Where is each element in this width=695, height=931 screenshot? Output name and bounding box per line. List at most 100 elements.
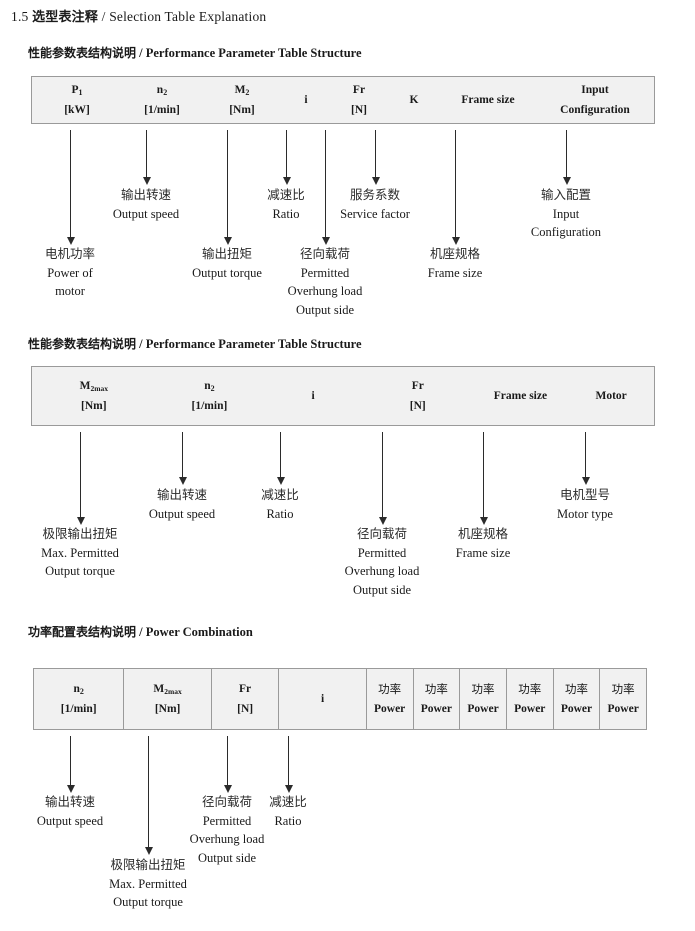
section-heading-cn: 功率配置表结构说明 bbox=[28, 625, 137, 639]
callout-en-1: Output speed bbox=[112, 206, 180, 221]
arrow-to-ratio bbox=[276, 432, 285, 485]
callout-cn: 径向载荷 bbox=[201, 794, 253, 809]
column-label-en: Power bbox=[607, 703, 639, 715]
column-symbol: Input bbox=[581, 83, 609, 96]
callout-cn: 电机型号 bbox=[559, 487, 610, 502]
column-unit: [N] bbox=[237, 703, 254, 715]
table-column-i: i bbox=[282, 77, 330, 123]
callout-en-3: Output side bbox=[198, 850, 256, 865]
callout-permitted-overhung-load: 径向载荷 Permitted Overhung load Output side bbox=[345, 525, 420, 599]
performance-parameter-table-1: P1 [kW] n2 [1/min] M2 [Nm] i Fr [N] K Fr… bbox=[31, 76, 655, 124]
callout-en-1: Frame size bbox=[427, 265, 483, 280]
callout-en-3: Output side bbox=[353, 582, 411, 597]
arrow-to-max-permitted-output-torque bbox=[144, 736, 153, 855]
arrow-to-ratio bbox=[284, 736, 293, 793]
callout-cn: 减速比 bbox=[267, 187, 305, 202]
table-column-i: i bbox=[263, 367, 363, 425]
section-heading-en: Performance Parameter Table Structure bbox=[145, 337, 362, 351]
callout-cn: 径向载荷 bbox=[356, 526, 408, 541]
column-symbol: Fr bbox=[352, 83, 366, 96]
callout-en-1: Service factor bbox=[340, 206, 410, 221]
callout-motor-type: 电机型号 Motor type bbox=[557, 486, 613, 523]
column-symbol: Fr bbox=[239, 682, 252, 695]
callout-cn: 极限输出扭矩 bbox=[42, 526, 118, 541]
arrow-to-frame-size bbox=[451, 130, 460, 245]
column-label-en: Power bbox=[467, 703, 499, 715]
callout-en-1: Ratio bbox=[266, 506, 294, 521]
table-column-i: i bbox=[278, 669, 365, 729]
column-label-en: Power bbox=[560, 703, 593, 715]
callout-en-1: Output speed bbox=[36, 813, 104, 828]
column-symbol: Frame size bbox=[493, 389, 548, 402]
callout-cn: 输出转速 bbox=[156, 487, 207, 502]
arrow-to-power-of-motor bbox=[66, 130, 75, 245]
column-label-en: Power bbox=[514, 703, 546, 715]
callout-en-2: Output torque bbox=[45, 564, 115, 578]
callout-output-torque: 输出扭矩 Output torque bbox=[192, 245, 262, 282]
column-label-cn: 功率 bbox=[378, 681, 402, 696]
callout-en-2: motor bbox=[55, 284, 85, 298]
table-column-motor: Motor bbox=[568, 367, 654, 425]
table-column-n2: n2 [1/min] bbox=[156, 367, 264, 425]
callout-en-2: Overhung load bbox=[189, 832, 265, 846]
arrow-to-output-speed bbox=[66, 736, 75, 793]
callout-cn: 减速比 bbox=[269, 794, 307, 809]
column-unit: [Nm] bbox=[154, 703, 181, 715]
callout-frame-size: 机座规格 Frame size bbox=[456, 525, 511, 562]
column-label-en: Power bbox=[374, 703, 406, 715]
column-symbol: M2max bbox=[153, 682, 182, 696]
callout-en-1: Motor type bbox=[557, 506, 613, 521]
column-unit: [N] bbox=[409, 400, 426, 412]
performance-parameter-table-2: M2max [Nm] n2 [1/min] i Fr [N] Frame siz… bbox=[31, 366, 655, 426]
column-unit: [Nm] bbox=[229, 104, 255, 116]
column-symbol: i bbox=[304, 93, 308, 106]
column-symbol: M2max bbox=[79, 379, 108, 393]
callout-ratio: 减速比 Ratio bbox=[267, 186, 305, 223]
callout-ratio: 减速比 Ratio bbox=[261, 486, 299, 523]
page-title: 1.5 选型表注释 / Selection Table Explanation bbox=[11, 6, 266, 25]
table-column-power-6: 功率 Power bbox=[599, 669, 646, 729]
table-column-power-2: 功率 Power bbox=[412, 669, 460, 729]
callout-cn: 减速比 bbox=[261, 487, 299, 502]
section-heading-performance-2: 性能参数表结构说明 / Performance Parameter Table … bbox=[28, 335, 362, 352]
callout-input-configuration: 输入配置 Input Configuration bbox=[531, 186, 601, 242]
table-column-m2max: M2max [Nm] bbox=[32, 367, 156, 425]
column-label-cn: 功率 bbox=[424, 681, 448, 696]
section-heading-cn: 性能参数表结构说明 bbox=[28, 46, 137, 60]
callout-cn: 服务系数 bbox=[349, 187, 401, 202]
section-heading-separator: / bbox=[139, 46, 143, 60]
section-heading-en: Power Combination bbox=[145, 625, 253, 639]
callout-en-2: Overhung load bbox=[287, 284, 363, 298]
arrow-to-ratio bbox=[282, 130, 291, 185]
arrow-to-service-factor bbox=[371, 130, 380, 185]
arrow-to-output-speed bbox=[142, 130, 151, 185]
table-column-power-4: 功率 Power bbox=[505, 669, 553, 729]
callout-output-speed: 输出转速 Output speed bbox=[149, 486, 215, 523]
callout-en-1: Frame size bbox=[455, 545, 511, 560]
callout-en-1: Max. Permitted bbox=[41, 545, 119, 560]
callout-cn: 机座规格 bbox=[457, 526, 508, 541]
column-unit: [Nm] bbox=[81, 400, 107, 412]
callout-en-1: Permitted bbox=[300, 265, 350, 280]
callout-service-factor: 服务系数 Service factor bbox=[340, 186, 410, 223]
arrow-to-frame-size bbox=[479, 432, 488, 525]
column-symbol: i bbox=[320, 692, 325, 705]
column-symbol: P1 bbox=[71, 83, 83, 97]
column-unit: Configuration bbox=[560, 104, 630, 116]
callout-en-1: Permitted bbox=[357, 545, 407, 560]
callout-en-1: Power of bbox=[47, 265, 93, 280]
table-column-input-configuration: Input Configuration bbox=[536, 77, 654, 123]
section-heading-separator: / bbox=[139, 337, 143, 351]
table-column-fr: Fr [N] bbox=[330, 77, 388, 123]
table-column-k: K bbox=[388, 77, 440, 123]
callout-en-1: Output speed bbox=[148, 506, 216, 521]
callout-max-permitted-output-torque: 极限输出扭矩 Max. Permitted Output torque bbox=[41, 525, 119, 581]
column-symbol: Fr bbox=[411, 379, 424, 392]
callout-cn: 输出扭矩 bbox=[201, 246, 253, 261]
column-label-cn: 功率 bbox=[518, 681, 542, 696]
callout-ratio: 减速比 Ratio bbox=[269, 793, 307, 830]
callout-en-3: Output side bbox=[296, 302, 354, 317]
power-combination-table: n2 [1/min] M2max [Nm] Fr [N] i 功率 Power … bbox=[33, 668, 647, 730]
section-heading-cn: 性能参数表结构说明 bbox=[28, 337, 137, 351]
column-label-cn: 功率 bbox=[564, 681, 588, 696]
